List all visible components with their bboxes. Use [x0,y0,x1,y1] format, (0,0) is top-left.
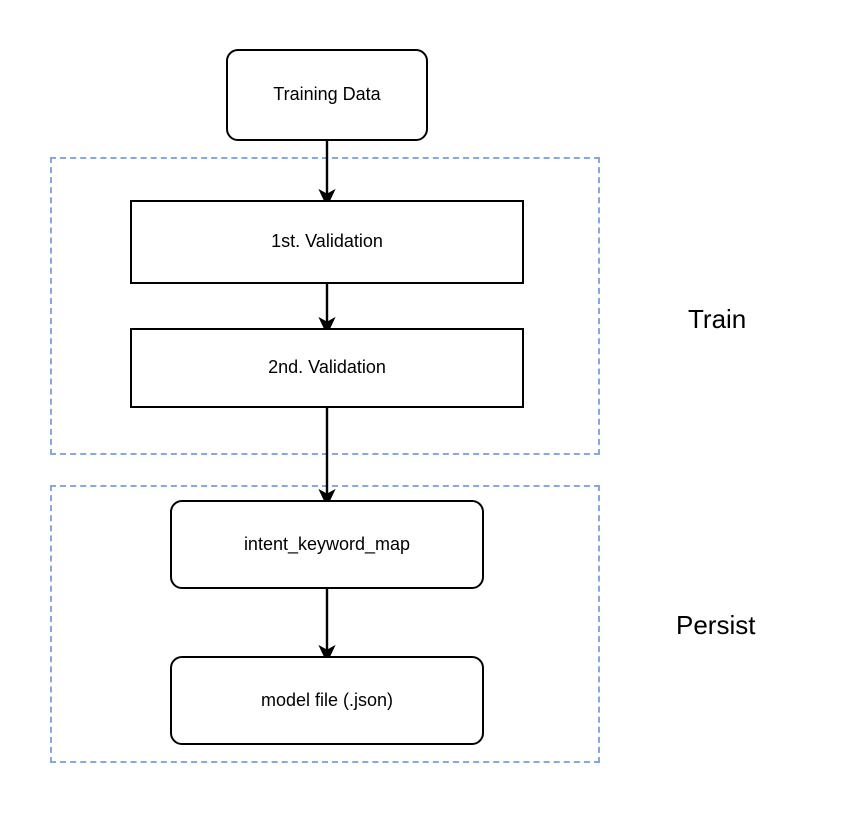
node-second-validation[interactable]: 2nd. Validation [130,328,524,408]
group-train [50,157,600,455]
group-label-persist: Persist [676,610,756,640]
node-first-validation[interactable]: 1st. Validation [130,200,524,284]
group-label-train: Train [688,304,747,334]
node-label: intent_keyword_map [243,533,411,554]
node-label: 1st. Validation [271,231,383,252]
node-training-data[interactable]: Training Data [226,49,428,141]
node-label: model file (.json) [260,689,394,710]
node-model-file[interactable]: model file (.json) [170,656,484,745]
node-intent-keyword-map[interactable]: intent_keyword_map [170,500,484,589]
group-persist [50,485,600,763]
node-label: 2nd. Validation [268,357,386,378]
node-label: Training Data [273,84,381,105]
